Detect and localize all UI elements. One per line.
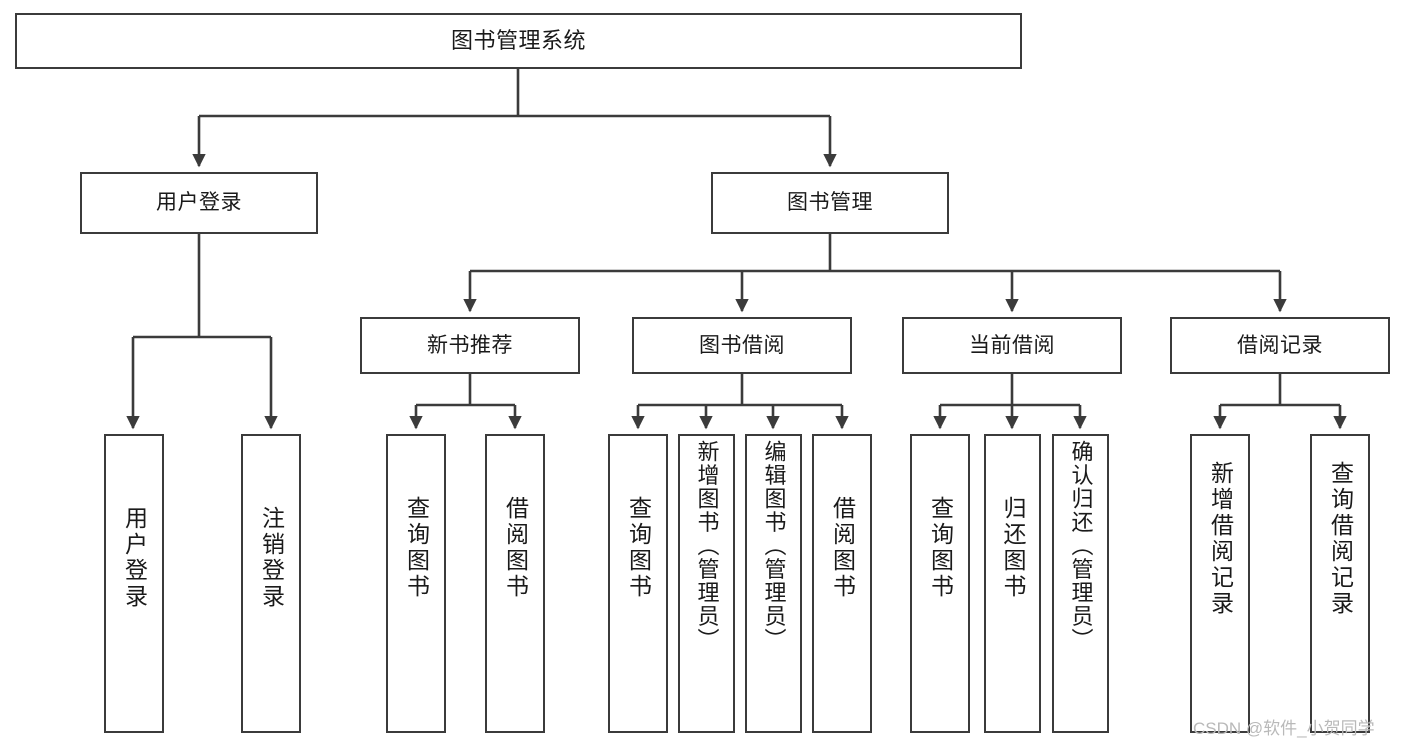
node-label: 用户登录 xyxy=(121,506,148,610)
csdn-watermark: CSDN @软件_小贺同学 xyxy=(1193,719,1375,738)
node-leaf-query-record[interactable]: 查询借阅记录 xyxy=(1310,434,1370,733)
node-leaf-borrow-book-1[interactable]: 借阅图书 xyxy=(485,434,545,733)
node-book-borrow[interactable]: 图书借阅 xyxy=(632,317,852,374)
node-label: 借阅记录 xyxy=(1237,333,1323,357)
node-label: 用户登录 xyxy=(156,191,242,215)
node-label: 新增图书（管理员） xyxy=(694,440,720,652)
node-label: 查询借阅记录 xyxy=(1327,461,1354,617)
node-leaf-add-record[interactable]: 新增借阅记录 xyxy=(1190,434,1250,733)
node-label: 图书管理 xyxy=(787,191,873,215)
node-leaf-confirm-return[interactable]: 确认归还（管理员） xyxy=(1052,434,1109,733)
node-label: 图书管理系统 xyxy=(450,27,586,53)
node-leaf-return-book[interactable]: 归还图书 xyxy=(984,434,1041,733)
node-label: 新书推荐 xyxy=(427,333,513,357)
node-borrow-record[interactable]: 借阅记录 xyxy=(1170,317,1390,374)
node-label: 归还图书 xyxy=(1000,496,1026,600)
node-label: 注销登录 xyxy=(258,506,285,610)
node-label: 查询图书 xyxy=(625,496,652,600)
node-leaf-user-login[interactable]: 用户登录 xyxy=(104,434,164,733)
node-leaf-query-book-3[interactable]: 查询图书 xyxy=(910,434,970,733)
node-label: 借阅图书 xyxy=(829,496,856,600)
node-label: 确认归还（管理员） xyxy=(1068,440,1094,652)
node-book-manage[interactable]: 图书管理 xyxy=(711,172,949,234)
node-label: 新增借阅记录 xyxy=(1207,461,1234,617)
node-leaf-edit-book[interactable]: 编辑图书（管理员） xyxy=(745,434,802,733)
node-user-login[interactable]: 用户登录 xyxy=(80,172,318,234)
node-label: 查询图书 xyxy=(927,496,954,600)
node-leaf-query-book-2[interactable]: 查询图书 xyxy=(608,434,668,733)
node-label: 借阅图书 xyxy=(502,496,529,600)
node-leaf-query-book-1[interactable]: 查询图书 xyxy=(386,434,446,733)
node-new-book-rec[interactable]: 新书推荐 xyxy=(360,317,580,374)
node-root-system[interactable]: 图书管理系统 xyxy=(15,13,1022,69)
node-current-borrow[interactable]: 当前借阅 xyxy=(902,317,1122,374)
node-leaf-borrow-book-2[interactable]: 借阅图书 xyxy=(812,434,872,733)
node-leaf-add-book[interactable]: 新增图书（管理员） xyxy=(678,434,735,733)
node-label: 当前借阅 xyxy=(969,333,1055,357)
node-leaf-logout[interactable]: 注销登录 xyxy=(241,434,301,733)
node-label: 编辑图书（管理员） xyxy=(761,440,787,652)
node-label: 图书借阅 xyxy=(699,333,785,357)
node-label: 查询图书 xyxy=(403,496,430,600)
